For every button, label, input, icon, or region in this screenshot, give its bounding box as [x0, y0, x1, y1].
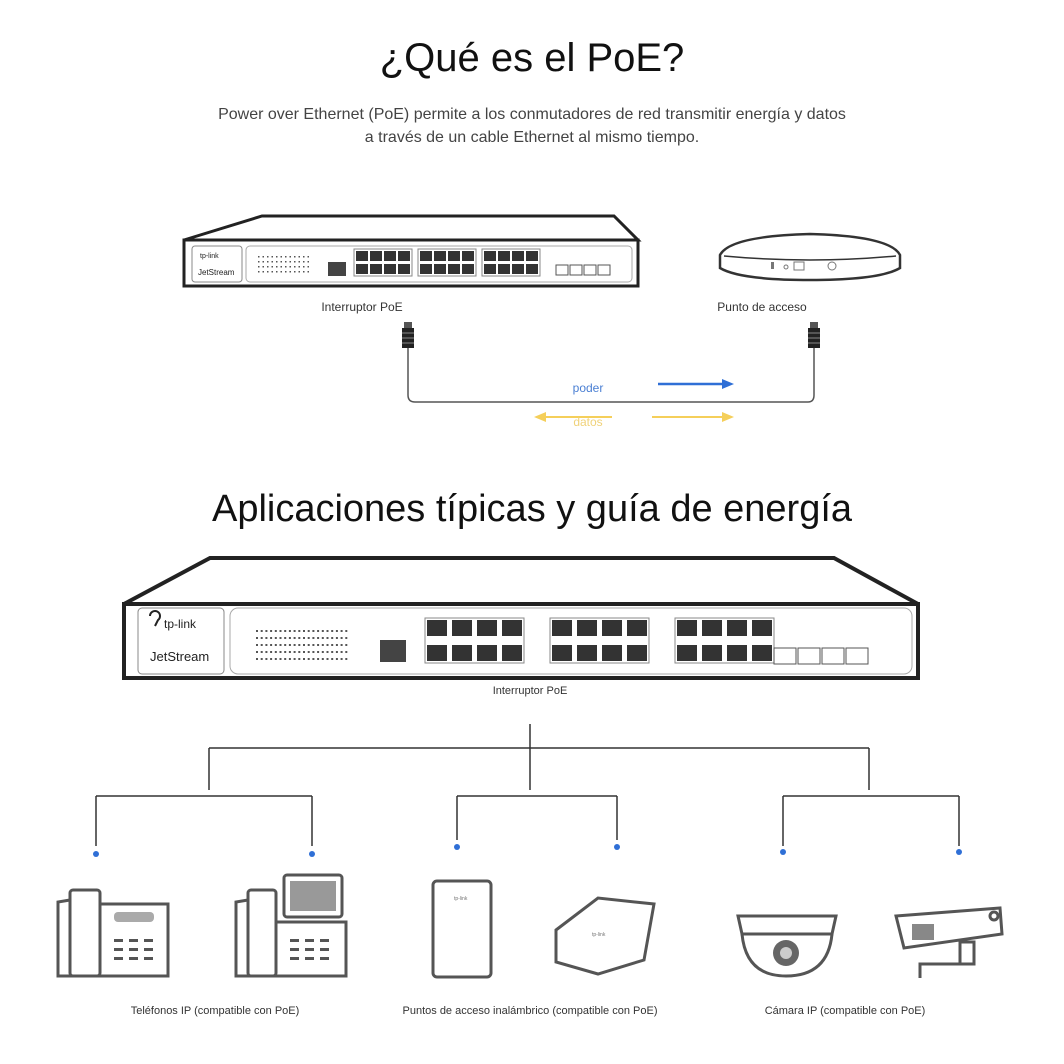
group-label-phones: Teléfonos IP (compatible con PoE): [130, 1005, 300, 1017]
ceiling-access-point-icon: tp-link: [554, 896, 656, 976]
rj45-port: [498, 251, 510, 261]
connection-dots: [93, 844, 962, 857]
rj45-port: [602, 645, 622, 661]
section2-title: Aplicaciones típicas y guía de energía: [211, 488, 853, 530]
large-switch-series: JetStream: [150, 649, 209, 664]
group-label-access-points: Puntos de acceso inalámbrico (compatible…: [402, 1005, 658, 1017]
small-switch-series: JetStream: [198, 268, 235, 277]
sfp-slot: [773, 647, 797, 665]
rj45-port: [398, 251, 410, 261]
rj45-port: [526, 264, 538, 274]
rj45-port: [398, 264, 410, 274]
rj45-port: [502, 645, 522, 661]
rj45-port: [577, 645, 597, 661]
rj45-port: [452, 645, 472, 661]
rj45-port: [452, 620, 472, 636]
rj45-port: [484, 264, 496, 274]
data-arrow-right: [652, 412, 734, 422]
switch-label: Interruptor PoE: [321, 300, 403, 314]
sfp-slot: [797, 647, 821, 665]
rj45-port: [420, 251, 432, 261]
power-arrow: [658, 379, 734, 389]
rj45-port: [627, 645, 647, 661]
sfp-slot: [821, 647, 845, 665]
group-label-cameras: Cámara IP (compatible con PoE): [764, 1005, 926, 1017]
rj45-port: [702, 645, 722, 661]
rj45-port: [434, 264, 446, 274]
power-label: poder: [572, 381, 604, 395]
access-point-icon: [718, 232, 902, 282]
sfp-slot: [555, 264, 569, 276]
rj45-port: [477, 645, 497, 661]
rj45-port: [526, 251, 538, 261]
data-label: datos: [573, 415, 603, 429]
rj45-port: [384, 264, 396, 274]
rj45-port: [677, 645, 697, 661]
data-arrow-left: [534, 412, 612, 422]
rj45-port: [448, 251, 460, 261]
poe-switch-small-icon: tp-link JetStream: [182, 214, 642, 288]
ap-connector-icon: [808, 322, 820, 348]
sfp-slot: [597, 264, 611, 276]
rj45-port: [434, 251, 446, 261]
ethernet-cable: [407, 348, 815, 403]
rj45-port: [512, 251, 524, 261]
rj45-port: [370, 264, 382, 274]
section1-description-line2: a través de un cable Ethernet al mismo t…: [364, 129, 700, 146]
rj45-port: [356, 264, 368, 274]
rj45-port: [477, 620, 497, 636]
rj45-port: [462, 264, 474, 274]
small-switch-logo: tp-link: [200, 253, 219, 260]
ip-phone-screen-icon: [234, 873, 348, 978]
section1-description-line1: Power over Ethernet (PoE) permite a los …: [218, 106, 846, 123]
wall-access-point-icon: tp-link: [431, 879, 493, 979]
rj45-port: [752, 645, 772, 661]
sfp-slot: [845, 647, 869, 665]
rj45-port: [752, 620, 772, 636]
rj45-port: [427, 645, 447, 661]
access-point-label: Punto de acceso: [717, 300, 807, 314]
ip-phone-icon: [56, 888, 170, 978]
rj45-port: [512, 264, 524, 274]
sfp-slot: [569, 264, 583, 276]
large-switch-logo: tp-link: [164, 617, 197, 631]
wall-ap-logo: tp-link: [454, 896, 468, 902]
poe-switch-large-icon: tp-link JetStream: [122, 556, 920, 680]
rj45-port: [356, 251, 368, 261]
rj45-port: [727, 645, 747, 661]
rj45-port: [427, 620, 447, 636]
bullet-camera-icon: [894, 906, 1004, 978]
ceiling-ap-logo: tp-link: [592, 932, 606, 938]
sfp-slot: [583, 264, 597, 276]
rj45-port: [498, 264, 510, 274]
rj45-port: [677, 620, 697, 636]
rj45-port: [552, 620, 572, 636]
switch-connector-icon: [402, 322, 414, 348]
rj45-port: [420, 264, 432, 274]
large-switch-label: Interruptor PoE: [492, 685, 568, 697]
section1-title: ¿Qué es el PoE?: [379, 36, 685, 80]
rj45-port: [448, 264, 460, 274]
rj45-port: [370, 251, 382, 261]
connection-tree: [95, 724, 960, 846]
rj45-port: [702, 620, 722, 636]
rj45-port: [727, 620, 747, 636]
rj45-port: [577, 620, 597, 636]
rj45-port: [384, 251, 396, 261]
dome-camera-icon: [736, 914, 838, 978]
rj45-port: [602, 620, 622, 636]
rj45-port: [627, 620, 647, 636]
rj45-port: [552, 645, 572, 661]
rj45-port: [484, 251, 496, 261]
rj45-port: [502, 620, 522, 636]
rj45-port: [462, 251, 474, 261]
